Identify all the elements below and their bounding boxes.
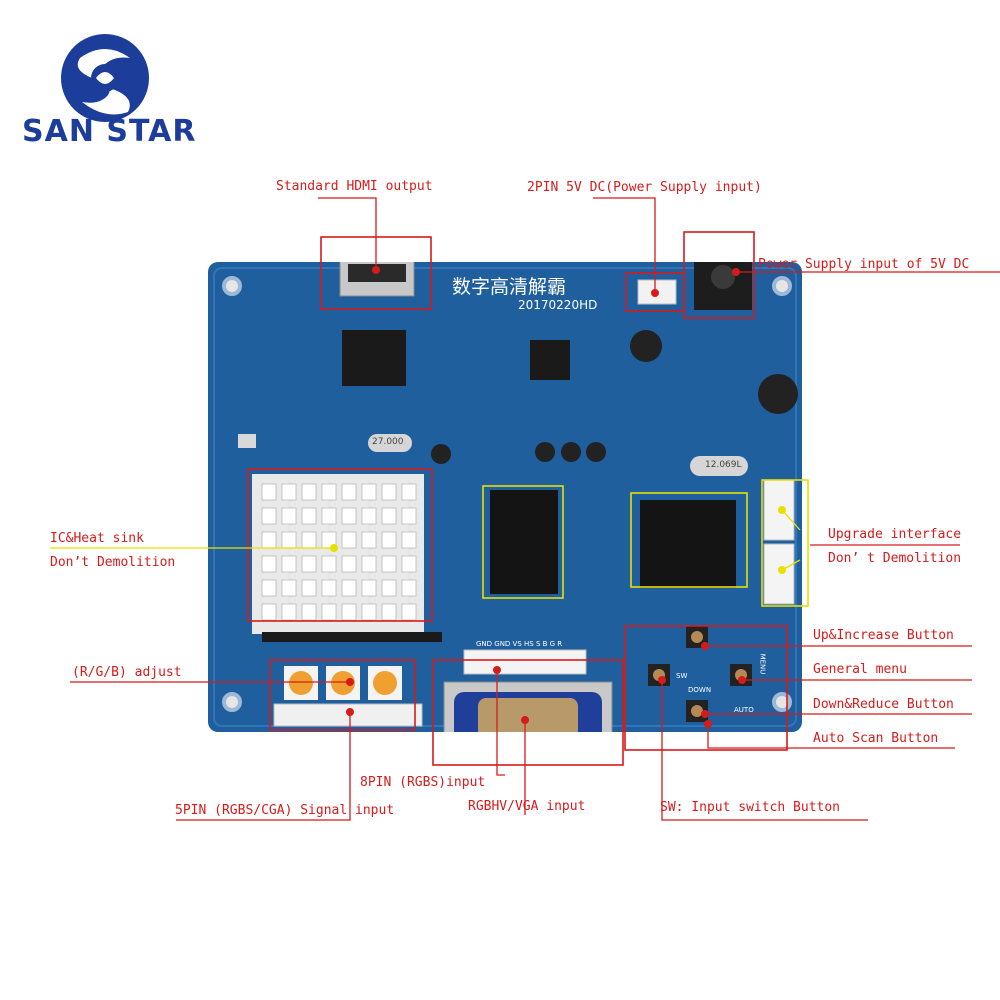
pcb-board xyxy=(208,262,802,732)
label-ic-heatsink: IC&Heat sink xyxy=(50,531,144,546)
crystal-label-1: 27.000 xyxy=(372,437,404,447)
label-upgrade-dont-demolish: Don’ t Demolition xyxy=(828,551,962,566)
label-up-button: Up&Increase Button xyxy=(813,628,954,643)
label-hdmi-output: Standard HDMI output xyxy=(276,179,433,194)
label-5pin-rgbs-cga: 5PIN (RGBS/CGA) Signal input xyxy=(175,803,395,818)
silk-menu: MENU xyxy=(758,653,767,675)
label-8pin-rgbs: 8PIN (RGBS)input xyxy=(360,775,486,790)
silk-auto: AUTO xyxy=(734,706,754,714)
silk-down: DOWN xyxy=(688,686,712,694)
label-2pin-power: 2PIN 5V DC(Power Supply input) xyxy=(527,180,762,195)
label-5v-power: Power Supply input of 5V DC xyxy=(758,257,970,272)
connector-pin-labels: GND GND VS HS S B G R xyxy=(476,640,563,648)
label-rgb-adjust: (R/G/B) adjust xyxy=(72,665,182,680)
brand-name: SAN STAR xyxy=(22,114,197,149)
label-down-button: Down&Reduce Button xyxy=(813,697,954,712)
label-rgbhv-vga: RGBHV/VGA input xyxy=(468,799,586,814)
board-title-cn: 数字高清解霸 xyxy=(452,276,567,298)
label-sw-button: SW: Input switch Button xyxy=(660,800,841,815)
label-ic-dont-demolish: Don’t Demolition xyxy=(50,555,176,570)
label-upgrade-interface: Upgrade interface xyxy=(828,527,962,542)
crystal-label-2: 12.069L xyxy=(705,460,742,470)
san-star-logo-icon xyxy=(61,34,149,122)
label-auto-scan: Auto Scan Button xyxy=(813,731,939,746)
label-general-menu: General menu xyxy=(813,662,907,677)
silk-sw: SW xyxy=(676,672,688,680)
board-date-code: 20170220HD xyxy=(518,298,598,312)
